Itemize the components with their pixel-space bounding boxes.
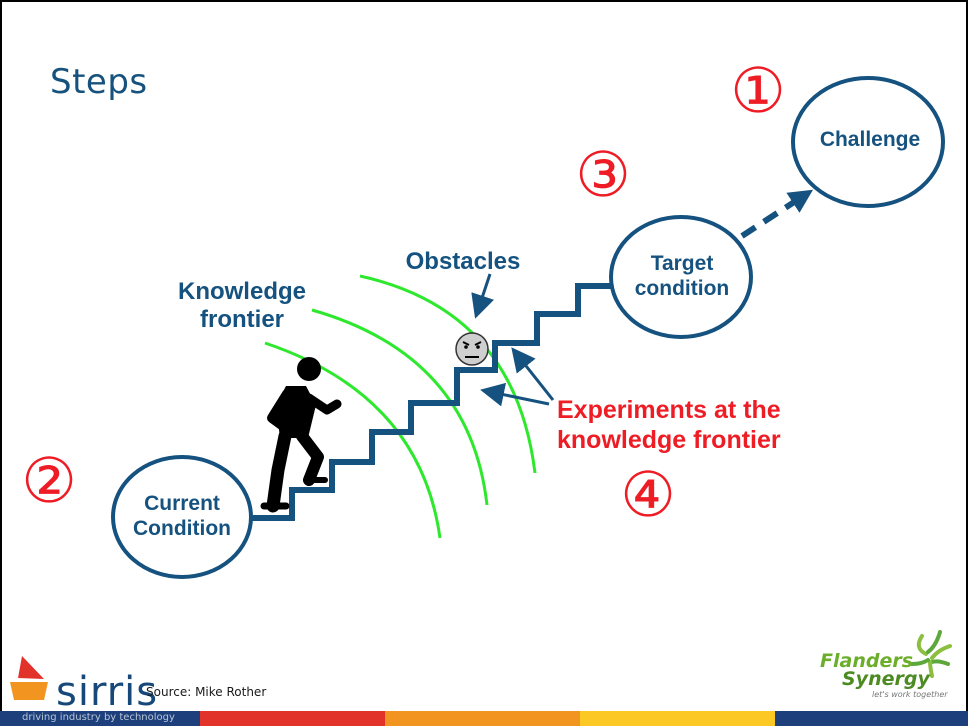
sirris-flag-icon [10, 656, 48, 700]
step-number-2: ② [21, 444, 77, 517]
footer-bar-blue [775, 711, 968, 726]
source-caption: Source: Mike Rother [146, 685, 267, 699]
flanders-logo-line-1: Flanders [820, 650, 914, 672]
obstacles-arrow [471, 273, 495, 319]
footer-bar-red [200, 711, 385, 726]
challenge-label: Challenge [819, 128, 921, 151]
sirris-logo-text: sirris [56, 669, 159, 715]
step-number-4: ④ [620, 458, 676, 531]
obstacles-label: Obstacles [405, 248, 521, 275]
flanders-swirl-icon [910, 630, 952, 678]
knowledge-frontier-label: Knowledge frontier [177, 278, 306, 334]
knowledge-frontier-arc-2 [311, 308, 489, 506]
footer-bar-yellow [580, 711, 775, 726]
staircase [244, 283, 615, 521]
footer-bar-orange [385, 711, 580, 726]
target-condition-ellipse [609, 215, 753, 339]
experiments-arrow-1 [480, 382, 550, 407]
footer-bar-navy [0, 711, 200, 726]
walking-person-icon [260, 357, 342, 513]
experiments-label: Experiments at the knowledge frontier [557, 396, 781, 454]
flanders-tagline: let's work together [872, 690, 948, 699]
challenge-ellipse [791, 76, 945, 208]
slide-title: Steps [50, 62, 148, 102]
target-to-challenge-arrow [740, 189, 814, 239]
current-condition-label: Current Condition [133, 492, 231, 540]
step-number-1: ① [730, 54, 786, 127]
obstacle-face-icon [455, 332, 489, 366]
experiments-arrow-2 [511, 347, 555, 401]
target-condition-label: Target condition [634, 252, 730, 300]
step-number-3: ③ [575, 138, 631, 211]
current-condition-ellipse [111, 455, 253, 579]
knowledge-frontier-arc-3 [359, 274, 537, 474]
flanders-logo-line-2: Synergy [842, 668, 930, 690]
knowledge-frontier-arc-1 [264, 341, 442, 539]
sirris-tagline: driving industry by technology [22, 712, 175, 723]
